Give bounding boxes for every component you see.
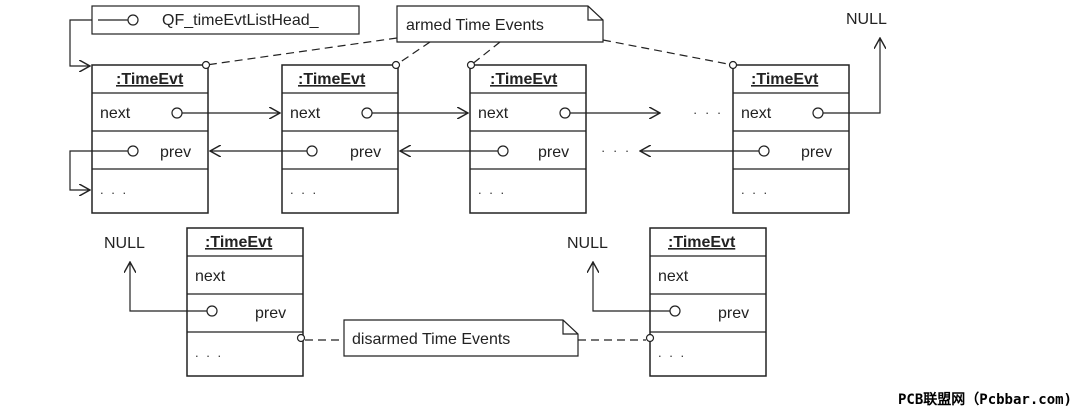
- object-title: :TimeEvt: [490, 71, 558, 88]
- field-more: . . .: [658, 345, 686, 360]
- object-title: :TimeEvt: [668, 234, 736, 251]
- disarmed-2-prev-link: [593, 262, 681, 317]
- field-prev: prev: [255, 305, 286, 322]
- next-links: [171, 38, 880, 118]
- field-next: next: [195, 268, 226, 285]
- head-pointer-box: QF_timeEvtListHead_: [91, 5, 360, 35]
- armed-note-label: armed Time Events: [406, 17, 544, 34]
- field-more: . . .: [195, 345, 223, 360]
- null-label-right: NULL: [567, 235, 608, 252]
- disarmed-1-prev-link: [130, 262, 218, 317]
- armed-timeevt-3: :TimeEvt next prev . . .: [466, 60, 587, 214]
- head-pointer-label: QF_timeEvtListHead_: [162, 12, 320, 29]
- field-next: next: [658, 268, 689, 285]
- disarmed-note-label: disarmed Time Events: [352, 331, 510, 348]
- field-next: next: [100, 105, 131, 122]
- field-prev: prev: [350, 144, 381, 161]
- disarmed-timeevt-2: :TimeEvt next prev . . .: [645, 227, 767, 377]
- disarmed-note: disarmed Time Events: [343, 319, 579, 357]
- armed-note: armed Time Events: [396, 5, 604, 43]
- field-next: next: [478, 105, 509, 122]
- armed-note-connectors: [205, 37, 734, 66]
- field-prev: prev: [538, 144, 569, 161]
- field-next: next: [741, 105, 772, 122]
- armed-timeevt-2: :TimeEvt next prev . . .: [281, 60, 401, 214]
- head-to-first-link: [69, 19, 92, 66]
- disarmed-timeevt-1: :TimeEvt next prev . . .: [186, 227, 306, 377]
- field-more: . . .: [741, 182, 769, 197]
- armed-timeevt-4: :TimeEvt next prev . . .: [728, 60, 850, 214]
- field-prev: prev: [160, 144, 191, 161]
- prev-links: [69, 146, 770, 190]
- null-label-left: NULL: [104, 235, 145, 252]
- armed-timeevt-1: :TimeEvt next prev . . .: [91, 60, 211, 214]
- null-label-top: NULL: [846, 11, 887, 28]
- object-title: :TimeEvt: [751, 71, 819, 88]
- object-title: :TimeEvt: [298, 71, 366, 88]
- gap-dots-prev: · · ·: [601, 143, 631, 158]
- field-more: . . .: [478, 182, 506, 197]
- field-more: . . .: [100, 182, 128, 197]
- field-next: next: [290, 105, 321, 122]
- object-title: :TimeEvt: [205, 234, 273, 251]
- gap-dots-next: · · ·: [693, 105, 723, 120]
- field-prev: prev: [801, 144, 832, 161]
- object-title: :TimeEvt: [116, 71, 184, 88]
- field-more: . . .: [290, 182, 318, 197]
- watermark: PCB联盟网（Pcbbar.com): [897, 392, 1072, 408]
- field-prev: prev: [718, 305, 749, 322]
